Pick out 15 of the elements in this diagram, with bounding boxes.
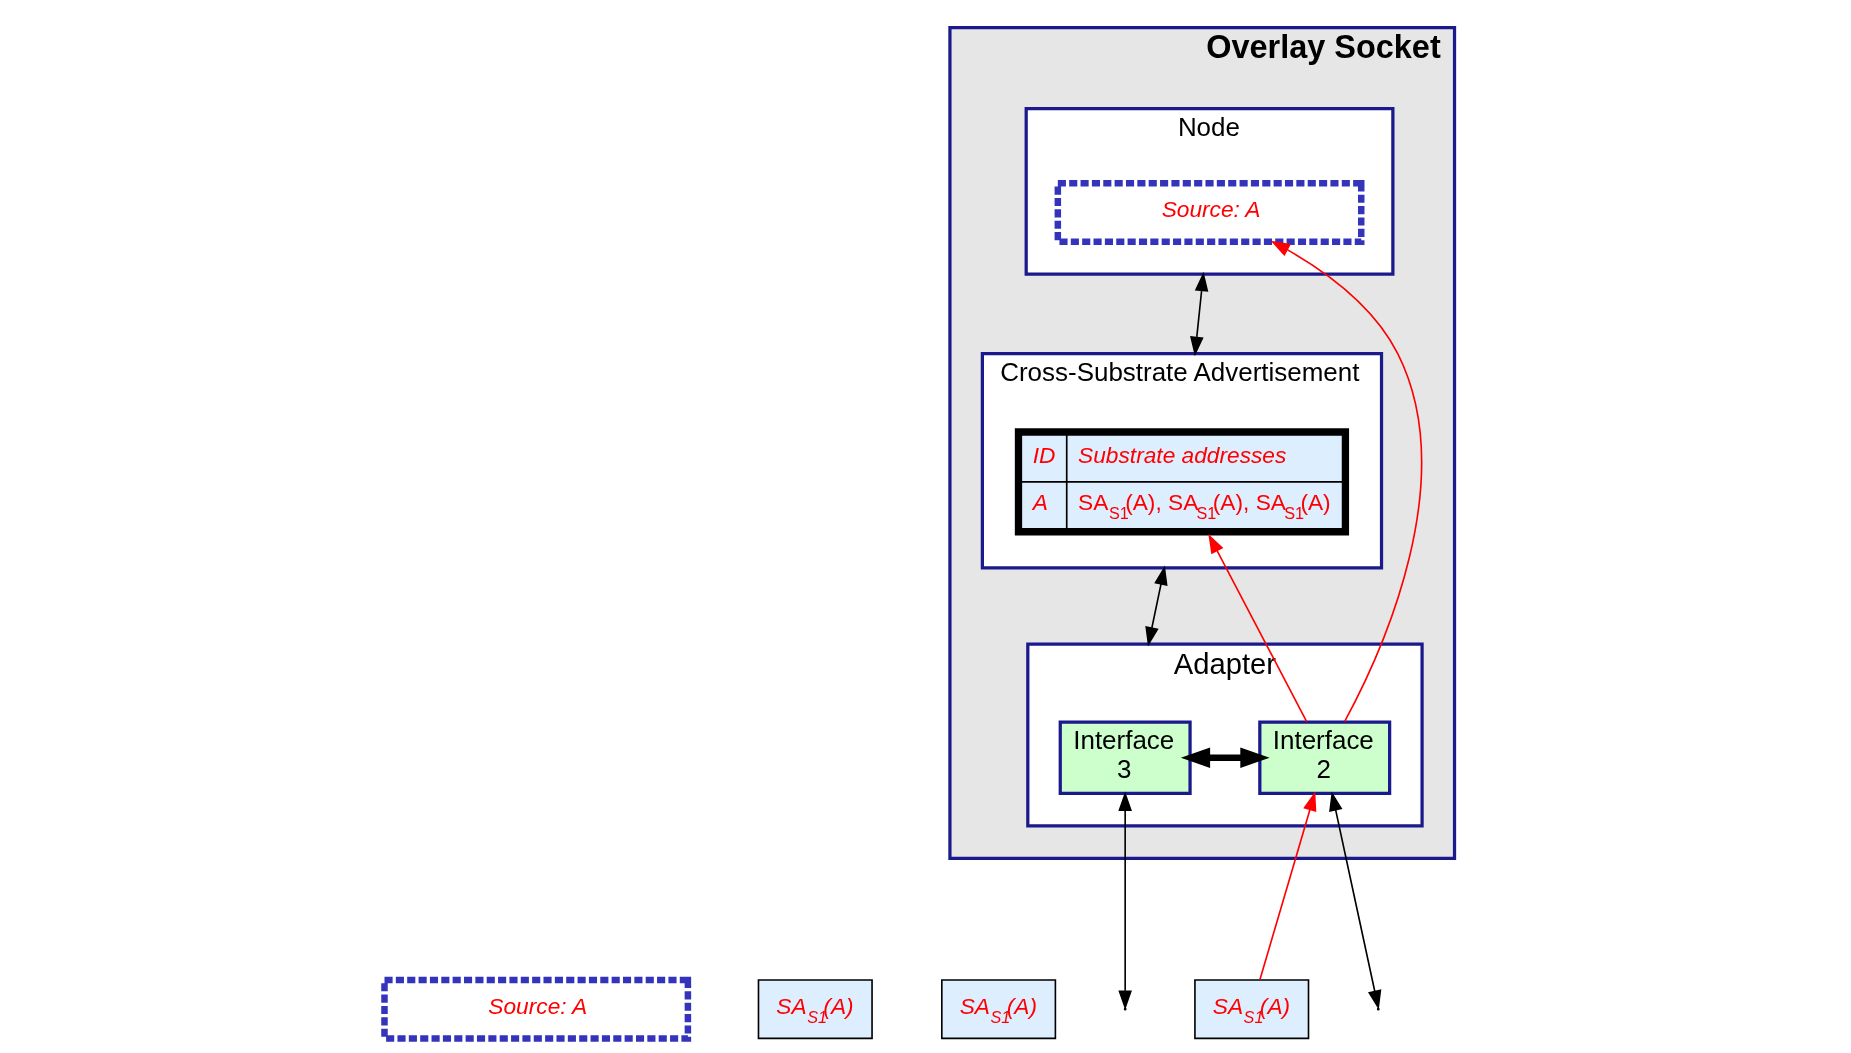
arrow bbox=[1207, 533, 1308, 723]
node-box: SA$_{S1}$(A) bbox=[940, 979, 1056, 1040]
arrow bbox=[1270, 240, 1422, 723]
node-box: Interface 2 bbox=[1257, 720, 1391, 796]
node-box: Source: A bbox=[1054, 180, 1364, 245]
node-box: Interface 3 bbox=[1058, 720, 1192, 796]
node-box: ID Substrate addresses A SA$_{S1}$(A), SA$_{S1}$(A), SA$_{S1}$(A) bbox=[1014, 428, 1349, 536]
node-box: SA$_{S1}$(A) bbox=[757, 979, 873, 1040]
arrow bbox=[1180, 747, 1270, 768]
arrow bbox=[1144, 565, 1168, 647]
node-box: Source: A bbox=[380, 976, 691, 1042]
arrow bbox=[1258, 791, 1316, 981]
node-box: SA$_{S1}$(A) bbox=[1193, 979, 1309, 1040]
arrow bbox=[1189, 271, 1208, 357]
arrow bbox=[1328, 791, 1381, 1010]
